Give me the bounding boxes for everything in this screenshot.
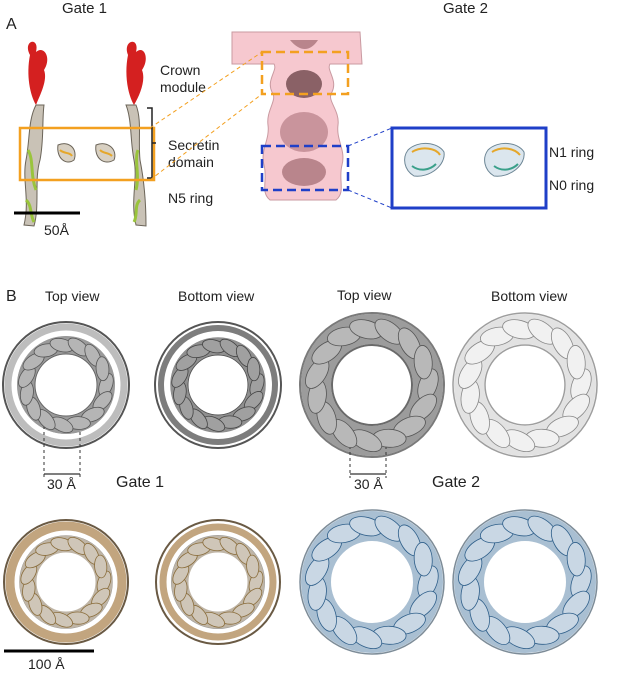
bottom-view-label-1: Bottom view [178, 288, 255, 304]
scale-50-label: 50Å [44, 222, 69, 238]
top-view-label-2: Top view [337, 287, 392, 303]
n1-ring-label: N1 ring [549, 144, 595, 160]
panel-a-letter: A [6, 16, 17, 33]
subunit-lobe [566, 542, 586, 577]
subunit-lobe [413, 345, 433, 380]
scale-30-label-b: 30 Å [354, 476, 383, 492]
crown-module-label-2: module [160, 79, 206, 95]
top-view-label-1: Top view [45, 288, 100, 304]
subunit-lobe [246, 554, 260, 579]
crown-module-label-1: Crown [160, 62, 201, 78]
gate1-view-label: Gate 1 [116, 474, 165, 491]
subunit-lobe [94, 554, 108, 579]
scale-100-label: 100 Å [28, 656, 65, 672]
secretin-label-2: domain [168, 154, 214, 170]
subunit-lobe [413, 542, 433, 577]
subunit-lobe [566, 345, 586, 380]
scale-30-label-a: 30 Å [47, 476, 76, 492]
n5-ring-label: N5 ring [168, 190, 214, 206]
scale-30-marker-a [43, 420, 81, 478]
secretin-label-1: Secretin [168, 137, 220, 153]
n0-ring-label: N0 ring [549, 177, 595, 193]
bottom-view-label-2: Bottom view [491, 288, 568, 304]
gate1-title: Gate 1 [62, 0, 108, 17]
gate2-title: Gate 2 [443, 0, 489, 17]
panel-b-letter: B [6, 288, 17, 305]
subunit-lobe [246, 357, 261, 382]
subunit-lobe [95, 356, 110, 382]
gate2-view-label: Gate 2 [432, 474, 481, 491]
